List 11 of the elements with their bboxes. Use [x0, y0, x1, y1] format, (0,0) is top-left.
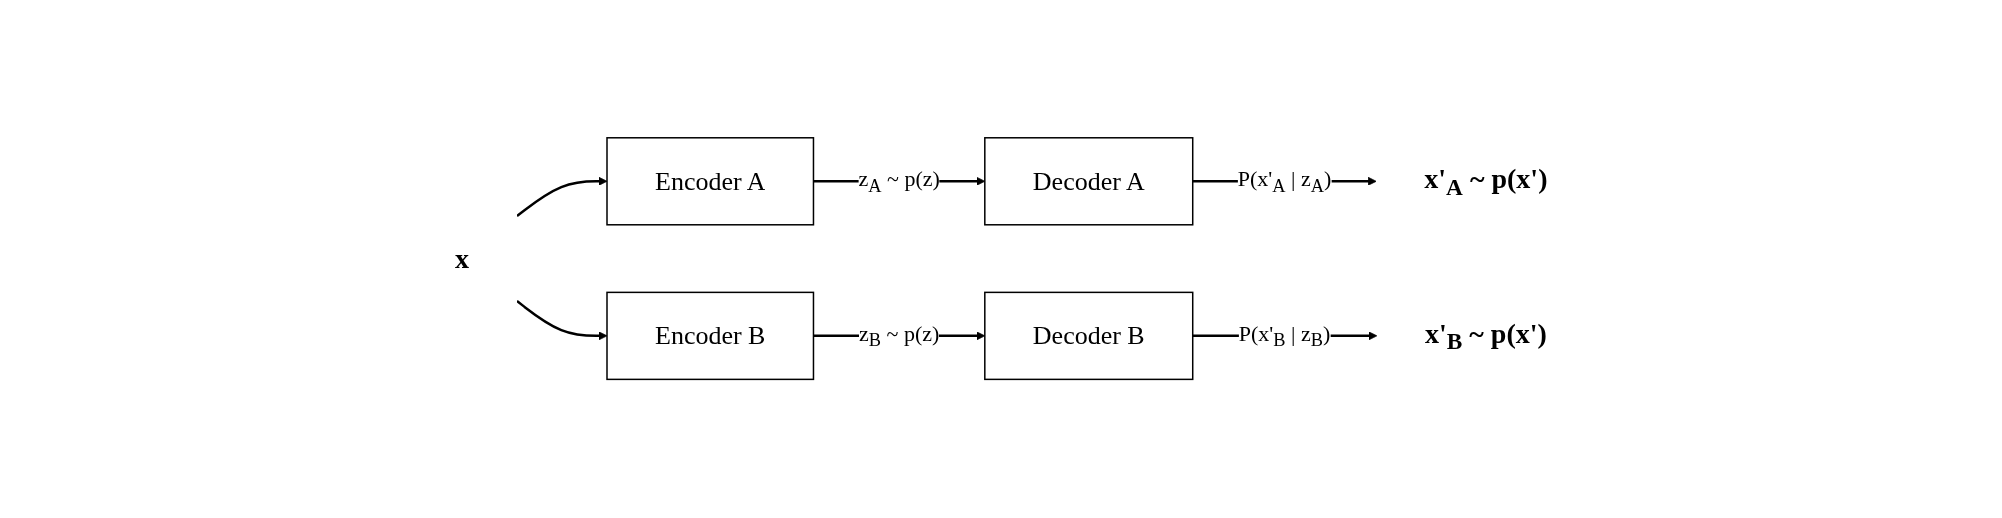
node-text: x — [454, 243, 469, 274]
node-box: Encoder A — [606, 137, 814, 226]
node-text: x'$_{B}$ ~ p(x') — [1424, 318, 1547, 355]
node-box: Decoder A — [983, 137, 1194, 226]
edge-label: P(x'$_{A}$ | z$_{A}$) — [1237, 166, 1332, 197]
node-box: Encoder B — [606, 292, 814, 381]
edge-label: z$_{B}$ ~ p(z) — [858, 321, 940, 351]
node-text: x'$_{A}$ ~ p(x') — [1424, 163, 1548, 201]
edge-label: P(x'$_{B}$ | z$_{B}$) — [1238, 321, 1330, 351]
node-box: Decoder B — [983, 292, 1194, 381]
edge-label: z$_{A}$ ~ p(z) — [858, 166, 940, 197]
